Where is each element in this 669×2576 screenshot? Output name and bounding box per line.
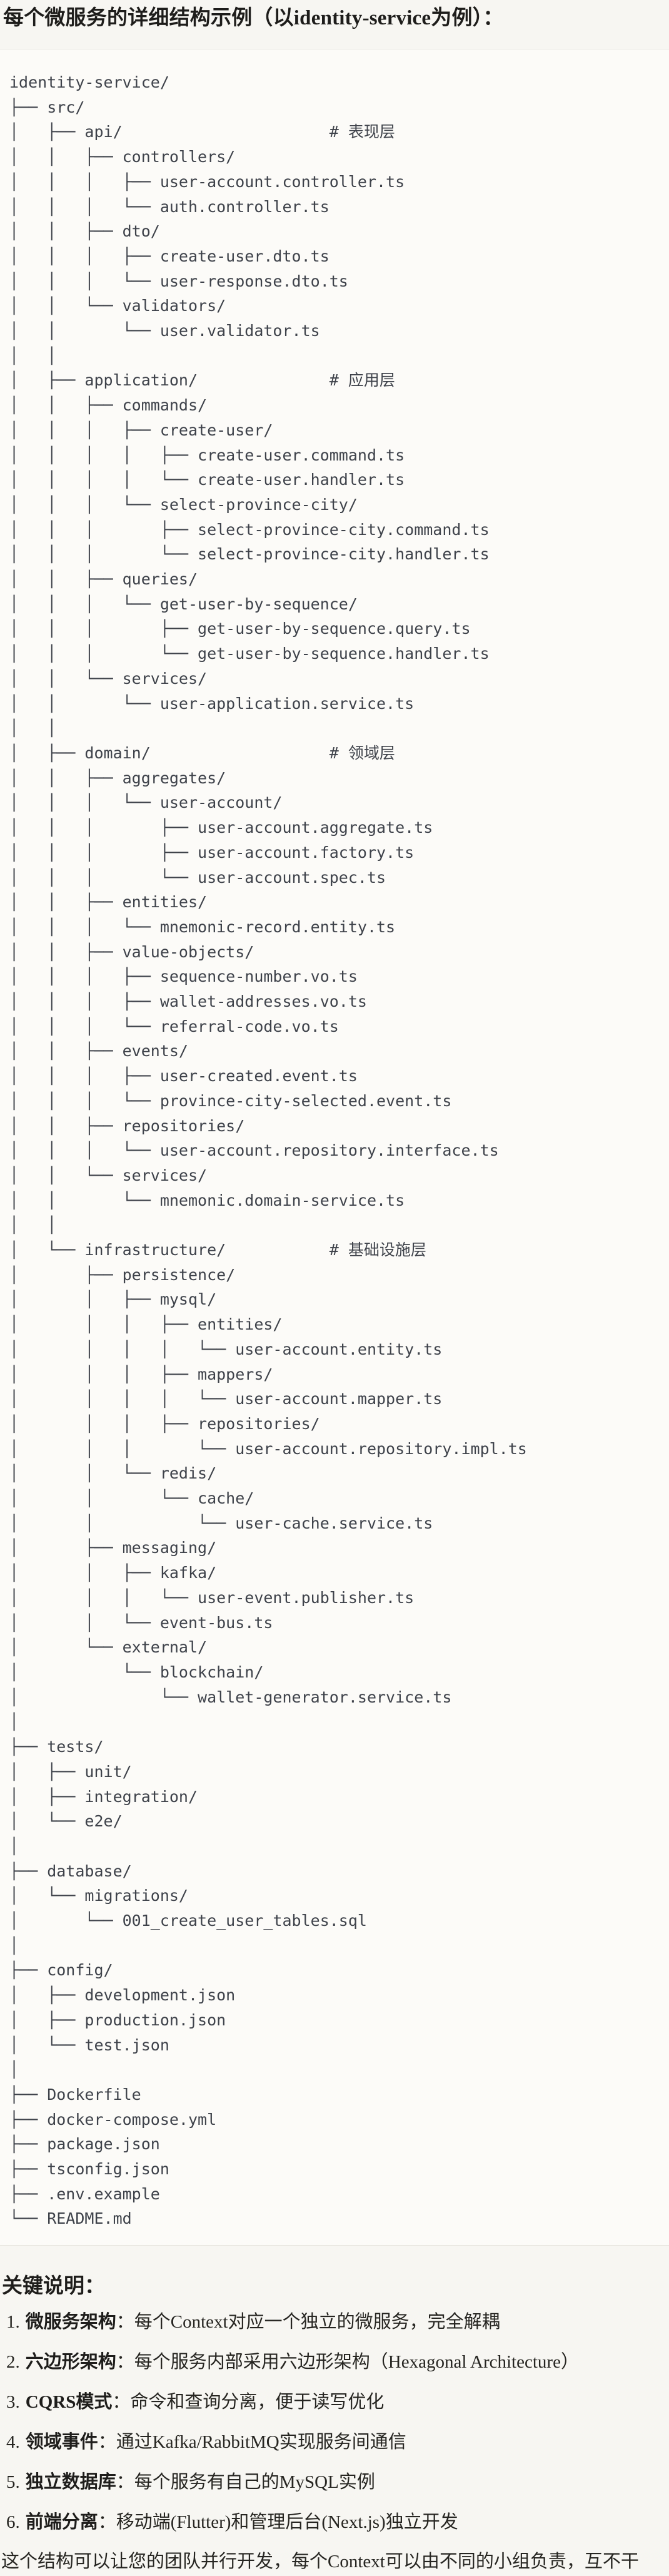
note-term: 独立数据库 — [25, 2472, 116, 2493]
page-title: 每个微服务的详细结构示例（以identity-service为例）： — [3, 7, 504, 29]
note-desc: ：通过Kafka/RabbitMQ实现服务间通信 — [98, 2432, 406, 2453]
note-number: 4. — [6, 2432, 20, 2453]
note-item: 6.前端分离：移动端(Flutter)和管理后台(Next.js)独立开发 — [6, 2508, 669, 2537]
note-item: 4.领域事件：通过Kafka/RabbitMQ实现服务间通信 — [6, 2428, 669, 2456]
note-desc: ：命令和查询分离，便于读写优化 — [112, 2392, 385, 2413]
note-term: CQRS模式 — [25, 2392, 113, 2413]
note-desc: ：每个服务有自己的MySQL实例 — [116, 2472, 375, 2493]
note-term: 领域事件 — [25, 2432, 98, 2453]
note-desc: ：每个服务内部采用六边形架构（Hexagonal Architecture） — [116, 2352, 579, 2373]
note-term: 微服务架构 — [25, 2312, 116, 2333]
note-number: 1. — [6, 2312, 20, 2333]
note-number: 6. — [6, 2512, 20, 2533]
notes-list: 1.微服务架构：每个Context对应一个独立的微服务，完全解耦 2.六边形架构… — [0, 2308, 669, 2537]
note-item: 5.独立数据库：每个服务有自己的MySQL实例 — [6, 2468, 669, 2497]
notes-section: 关键说明： 1.微服务架构：每个Context对应一个独立的微服务，完全解耦 2… — [0, 2273, 669, 2576]
notes-heading: 关键说明： — [2, 2275, 105, 2298]
code-block: identity-service/ ├── src/ │ ├── api/ # … — [0, 49, 669, 2246]
note-desc: ：每个Context对应一个独立的微服务，完全解耦 — [116, 2312, 500, 2333]
note-number: 5. — [6, 2472, 20, 2493]
note-desc: ：移动端(Flutter)和管理后台(Next.js)独立开发 — [98, 2512, 458, 2533]
note-term: 前端分离 — [25, 2512, 98, 2533]
note-number: 2. — [6, 2352, 20, 2373]
document: 每个微服务的详细结构示例（以identity-service为例）： ident… — [0, 5, 669, 2576]
note-item: 3.CQRS模式：命令和查询分离，便于读写优化 — [6, 2388, 669, 2416]
note-term: 六边形架构 — [25, 2352, 116, 2373]
closing-paragraph: 这个结构可以让您的团队并行开发，每个Context可以由不同的小组负责，互不干扰… — [1, 2552, 639, 2572]
note-number: 3. — [6, 2392, 20, 2413]
note-item: 1.微服务架构：每个Context对应一个独立的微服务，完全解耦 — [6, 2308, 669, 2336]
directory-tree: identity-service/ ├── src/ │ ├── api/ # … — [9, 73, 527, 2228]
note-item: 2.六边形架构：每个服务内部采用六边形架构（Hexagonal Architec… — [6, 2348, 669, 2376]
